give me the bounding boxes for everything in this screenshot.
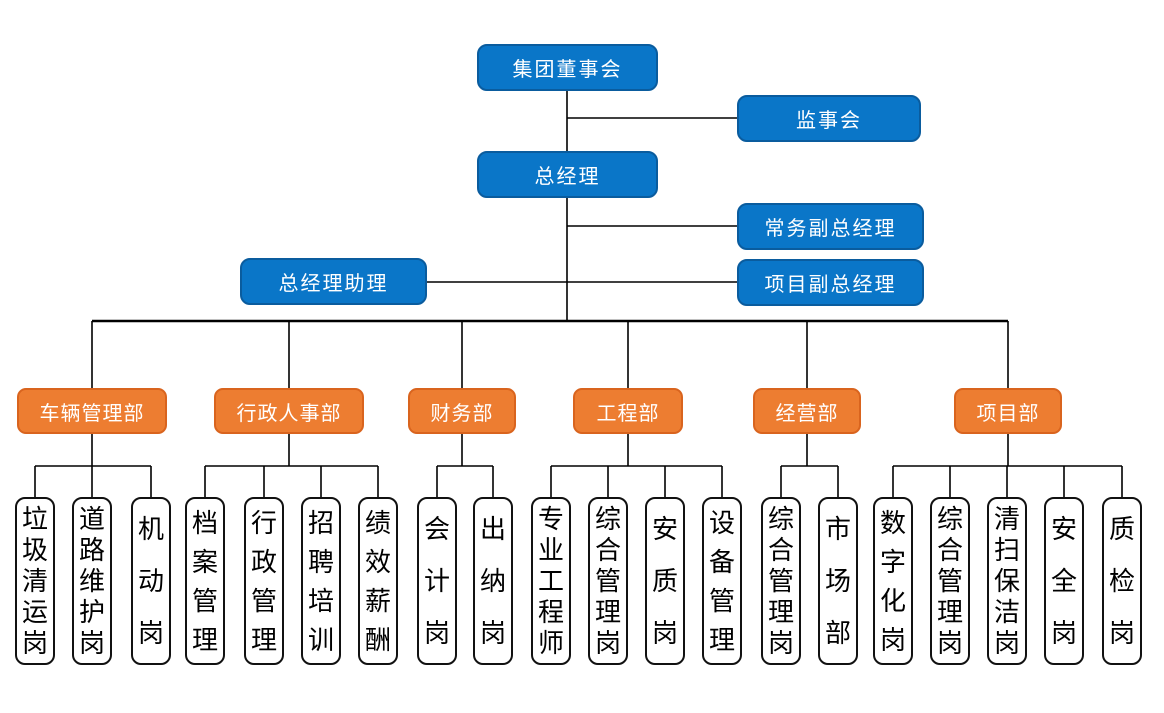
node-pos-archives-mgmt: 档案管理 bbox=[185, 497, 225, 665]
node-dept-vehicle-management: 车辆管理部 bbox=[17, 388, 167, 434]
node-pos-general-mgmt-ops: 综合管理岗 bbox=[761, 497, 801, 665]
node-project-deputy-gm: 项目副总经理 bbox=[737, 259, 924, 306]
node-pos-recruit-training: 招聘培训 bbox=[301, 497, 341, 665]
node-dept-admin-hr: 行政人事部 bbox=[214, 388, 364, 434]
node-pos-general-mgmt-proj: 综合管理岗 bbox=[930, 497, 970, 665]
node-dept-engineering: 工程部 bbox=[573, 388, 683, 434]
node-pos-road-maintenance: 道路维护岗 bbox=[72, 497, 112, 665]
node-pos-cleaning: 清扫保洁岗 bbox=[987, 497, 1027, 665]
node-pos-mobile: 机动岗 bbox=[131, 497, 171, 665]
node-gm-assistant: 总经理助理 bbox=[240, 258, 427, 305]
node-pos-performance-comp: 绩效薪酬 bbox=[358, 497, 398, 665]
node-pos-quality-inspection: 质检岗 bbox=[1102, 497, 1142, 665]
node-dept-finance: 财务部 bbox=[408, 388, 516, 434]
node-pos-garbage-clearing: 垃圾清运岗 bbox=[15, 497, 55, 665]
node-pos-professional-engineer: 专业工程师 bbox=[531, 497, 571, 665]
node-pos-equipment-mgmt: 设备管理 bbox=[702, 497, 742, 665]
node-pos-cashier: 出纳岗 bbox=[473, 497, 513, 665]
node-pos-admin-mgmt: 行政管理 bbox=[244, 497, 284, 665]
node-dept-operations: 经营部 bbox=[753, 388, 861, 434]
node-pos-safety-quality: 安质岗 bbox=[645, 497, 685, 665]
node-pos-general-mgmt-eng: 综合管理岗 bbox=[588, 497, 628, 665]
node-group-board: 集团董事会 bbox=[477, 44, 658, 91]
node-supervisory-board: 监事会 bbox=[737, 95, 921, 142]
node-pos-digitalization: 数字化岗 bbox=[873, 497, 913, 665]
node-pos-safety: 安全岗 bbox=[1044, 497, 1084, 665]
node-exec-deputy-gm: 常务副总经理 bbox=[737, 203, 924, 250]
node-pos-accounting: 会计岗 bbox=[417, 497, 457, 665]
node-pos-market: 市场部 bbox=[818, 497, 858, 665]
node-dept-project: 项目部 bbox=[954, 388, 1062, 434]
node-general-manager: 总经理 bbox=[477, 151, 658, 198]
